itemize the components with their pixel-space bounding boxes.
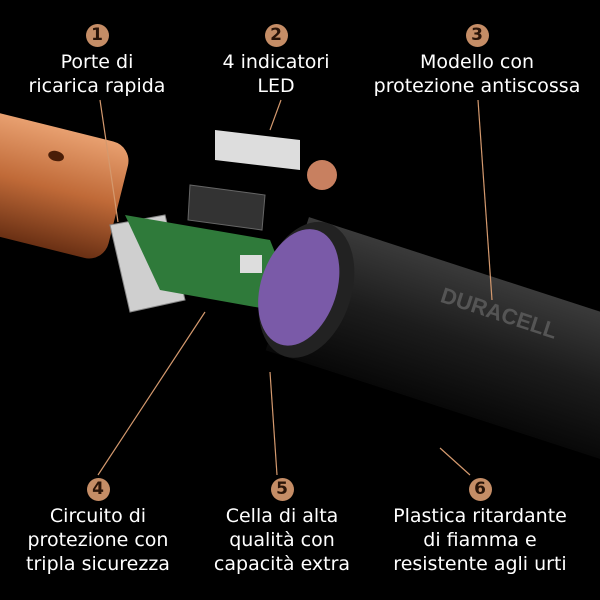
callout-text: protezione con	[27, 529, 169, 551]
led-module	[187, 130, 337, 231]
callout-text: Cella di alta	[225, 505, 339, 527]
badge-5: 5	[270, 478, 294, 501]
callout-text: ricarica rapida	[28, 75, 166, 97]
badge-4: 4	[86, 478, 110, 501]
badge-2: 2	[264, 24, 288, 47]
callout-text: tripla sicurezza	[26, 553, 170, 575]
callout-text: LED	[257, 75, 295, 97]
callout-text: Modello con	[419, 51, 535, 73]
badge-6: 6	[468, 478, 492, 501]
callout-text: qualità con	[229, 529, 335, 551]
leader-lines	[97, 99, 493, 476]
callout-text: Plastica ritardante	[393, 505, 567, 527]
black-cylinder: DURACELL	[258, 217, 600, 474]
callout-text: 4 indicatori	[222, 51, 330, 73]
badge-3: 3	[465, 24, 489, 47]
circuit-board	[125, 215, 300, 315]
callout-text: di fiamma e	[423, 529, 537, 551]
callout-text: Circuito di	[49, 505, 147, 527]
badge-1: 1	[85, 24, 109, 47]
copper-cap	[0, 111, 129, 259]
callout-text: Porte di	[60, 51, 134, 73]
callout-text: capacità extra	[213, 553, 351, 575]
callout-text: resistente agli urti	[393, 553, 567, 575]
callout-text: protezione antiscossa	[373, 75, 581, 97]
